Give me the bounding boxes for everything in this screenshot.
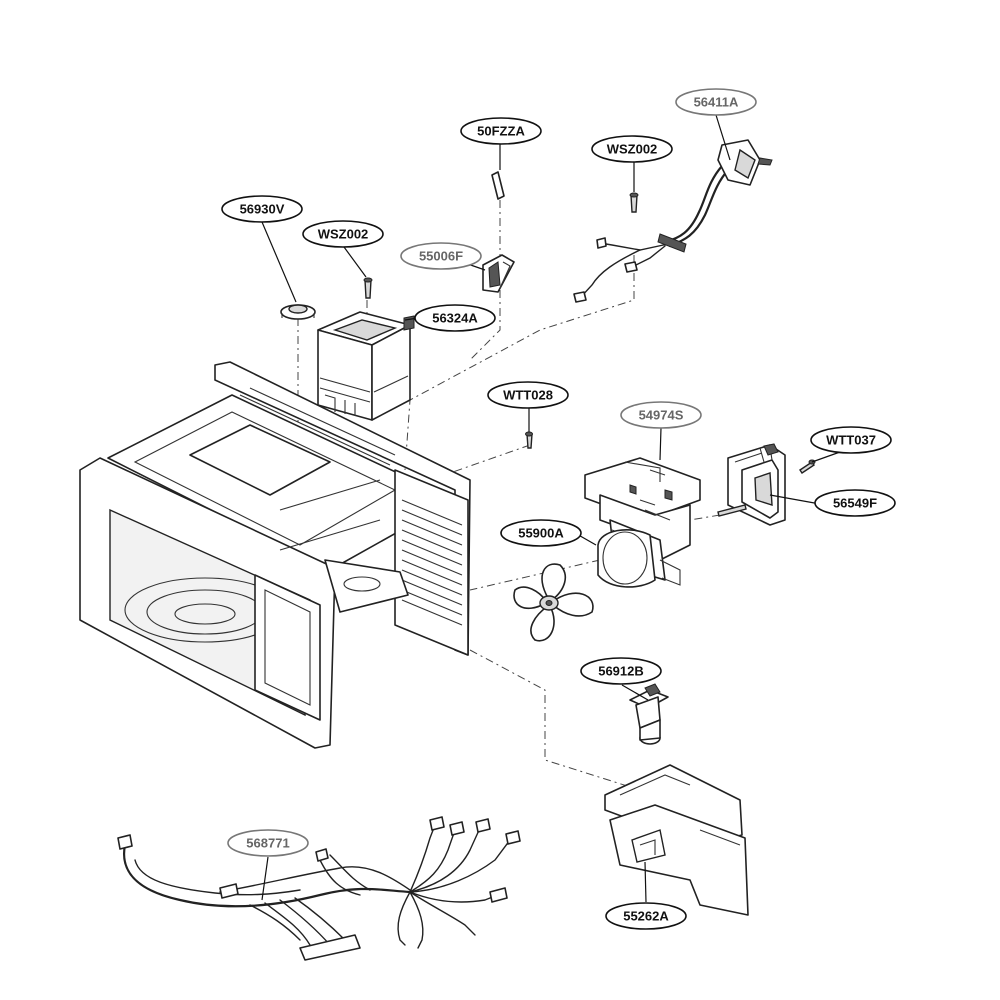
svg-text:55262A: 55262A bbox=[623, 909, 669, 924]
fuse-holder-55006F bbox=[482, 254, 515, 293]
callout-568771: 568771 bbox=[227, 829, 309, 857]
svg-text:WSZ002: WSZ002 bbox=[318, 227, 369, 242]
callout-56324A: 56324A bbox=[414, 304, 496, 332]
power-cord-56411A bbox=[573, 139, 773, 303]
svg-text:56324A: 56324A bbox=[432, 311, 478, 326]
svg-text:56411A: 56411A bbox=[694, 95, 739, 110]
svg-text:568771: 568771 bbox=[246, 836, 289, 851]
svg-text:55900A: 55900A bbox=[518, 526, 564, 541]
thermostat-56930V bbox=[280, 304, 316, 320]
svg-text:55006F: 55006F bbox=[419, 249, 463, 264]
svg-text:56549F: 56549F bbox=[833, 496, 877, 511]
callout-WTT028: WTT028 bbox=[487, 381, 569, 409]
callout-WSZ002-left: WSZ002 bbox=[302, 220, 384, 248]
screw-WSZ002-left bbox=[363, 277, 373, 299]
callout-WTT037: WTT037 bbox=[810, 426, 892, 454]
svg-text:WSZ002: WSZ002 bbox=[607, 142, 658, 157]
callout-55900A: 55900A bbox=[500, 519, 582, 547]
callout-56930V: 56930V bbox=[221, 195, 303, 223]
fan-blade-55900A bbox=[513, 563, 594, 642]
leader-lines bbox=[261, 114, 841, 903]
fuse-50FZZA bbox=[491, 171, 505, 200]
fan-bracket-54974S bbox=[584, 457, 701, 588]
svg-text:54974S: 54974S bbox=[639, 408, 684, 423]
wire-harness-568771 bbox=[117, 816, 521, 961]
callout-50FZZA: 50FZZA bbox=[460, 117, 542, 145]
callout-WSZ002-top: WSZ002 bbox=[591, 135, 673, 163]
svg-text:56912B: 56912B bbox=[598, 664, 644, 679]
vent-grille bbox=[401, 499, 463, 626]
air-guide-55262A bbox=[604, 764, 749, 916]
callout-54974S: 54974S bbox=[620, 401, 702, 429]
microwave-chassis bbox=[79, 361, 471, 749]
fan-motor-56549F bbox=[717, 443, 786, 526]
callout-55006F: 55006F bbox=[400, 242, 482, 270]
svg-text:WTT028: WTT028 bbox=[503, 388, 553, 403]
callout-55262A: 55262A bbox=[605, 902, 687, 930]
callout-56912B: 56912B bbox=[580, 657, 662, 685]
screw-WTT028 bbox=[525, 431, 533, 449]
lamp-56912B bbox=[629, 683, 669, 745]
callout-56411A: 56411A bbox=[675, 88, 757, 116]
screw-WSZ002-top bbox=[629, 192, 639, 213]
svg-text:WTT037: WTT037 bbox=[826, 433, 876, 448]
svg-text:56930V: 56930V bbox=[240, 202, 285, 217]
svg-text:50FZZA: 50FZZA bbox=[477, 124, 525, 139]
transformer-56324A bbox=[317, 311, 415, 421]
callout-56549F: 56549F bbox=[814, 489, 896, 517]
